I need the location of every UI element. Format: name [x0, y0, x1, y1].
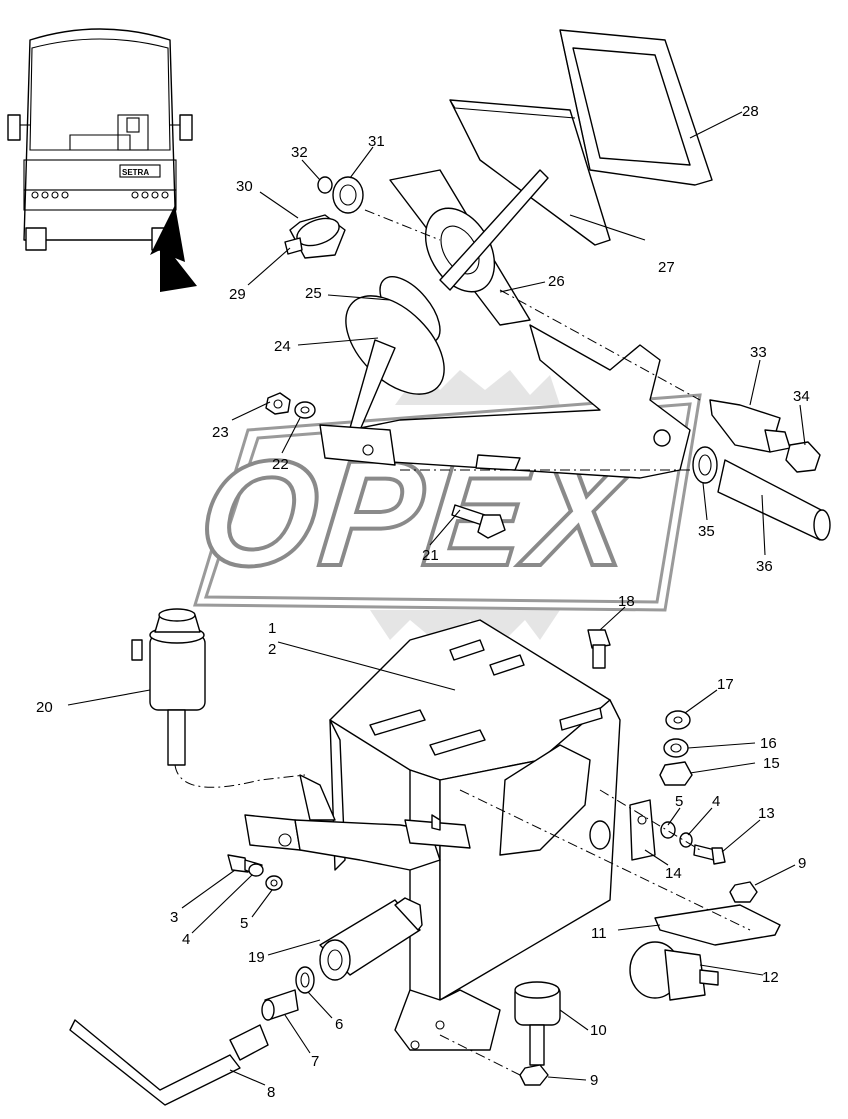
callout-5-right: 5	[675, 793, 683, 810]
callout-23: 23	[212, 424, 229, 441]
switch-12	[629, 941, 719, 1001]
callout-22: 22	[272, 456, 289, 473]
callout-4-right: 4	[712, 793, 720, 810]
callout-36: 36	[756, 558, 773, 575]
bearing-35	[692, 446, 718, 484]
pedal-disc-24	[345, 295, 445, 431]
nut-34	[785, 441, 821, 473]
nut-9-top	[729, 881, 758, 903]
bumper-10	[514, 981, 561, 1066]
callout-21: 21	[422, 547, 439, 564]
callout-28: 28	[742, 103, 759, 120]
washer-17	[665, 710, 691, 730]
callout-29: 29	[229, 286, 246, 303]
callout-2: 2	[268, 641, 276, 658]
bolt-18	[587, 629, 611, 669]
washer-4	[248, 863, 264, 877]
nut-9-bottom	[519, 1064, 549, 1086]
callout-3: 3	[170, 909, 178, 926]
cylinder-19	[319, 897, 423, 981]
callout-27: 27	[658, 259, 675, 276]
push-rod	[439, 169, 549, 291]
pin-36	[717, 459, 831, 541]
callout-26: 26	[548, 273, 565, 290]
cover-frame-28	[559, 29, 713, 186]
washer-5b	[660, 821, 676, 839]
callout-35: 35	[698, 523, 715, 540]
leader-lines	[67, 111, 806, 1086]
callout-7: 7	[311, 1053, 319, 1070]
hose-8	[69, 1019, 269, 1106]
callout-19: 19	[248, 949, 265, 966]
callout-13: 13	[758, 805, 775, 822]
washer-5	[265, 875, 283, 891]
callout-16: 16	[760, 735, 777, 752]
reservoir-20	[131, 608, 306, 788]
callout-30: 30	[236, 178, 253, 195]
callout-6: 6	[335, 1016, 343, 1033]
bracket-14	[629, 799, 656, 861]
callout-33: 33	[750, 344, 767, 361]
callout-24: 24	[274, 338, 291, 355]
callout-15: 15	[763, 755, 780, 772]
callout-9-top: 9	[798, 855, 806, 872]
bracket-1-2	[329, 619, 621, 1051]
fitting-7	[261, 989, 299, 1021]
bolt-21	[451, 504, 506, 539]
plate-11	[654, 904, 781, 946]
washer-16	[663, 738, 689, 758]
valve-29	[284, 214, 346, 259]
callout-9-bottom: 9	[590, 1072, 598, 1089]
callout-5-left: 5	[240, 915, 248, 932]
ring-31	[332, 176, 364, 214]
callout-18: 18	[618, 593, 635, 610]
pedal-arm-lower	[244, 774, 471, 871]
callout-1: 1	[268, 620, 276, 637]
nut-23	[265, 392, 291, 415]
callout-11: 11	[591, 925, 607, 942]
washer-22	[294, 401, 316, 419]
callout-8: 8	[267, 1084, 275, 1101]
pin-33	[709, 399, 791, 453]
callout-17: 17	[717, 676, 734, 693]
seal-6	[295, 966, 315, 994]
callout-20: 20	[36, 699, 53, 716]
callout-12: 12	[762, 969, 779, 986]
callout-labels: 28 27 26 25 24 23 22 21 30 31 32 29 33 3…	[36, 103, 810, 1101]
callout-14: 14	[665, 865, 682, 882]
callout-31: 31	[368, 133, 385, 150]
callout-32: 32	[291, 144, 308, 161]
callout-25: 25	[305, 285, 322, 302]
bus-locator-icon: SETRA	[7, 28, 197, 292]
gasket-plate-26	[389, 169, 531, 326]
callout-34: 34	[793, 388, 810, 405]
washer-4b	[679, 832, 693, 848]
clip-32	[317, 176, 333, 194]
callout-10: 10	[590, 1022, 607, 1039]
nut-15	[659, 761, 693, 786]
bolt-13	[693, 844, 726, 865]
bus-badge: SETRA	[122, 168, 149, 177]
lid-plate-27	[449, 99, 611, 246]
callout-4-left: 4	[182, 931, 190, 948]
